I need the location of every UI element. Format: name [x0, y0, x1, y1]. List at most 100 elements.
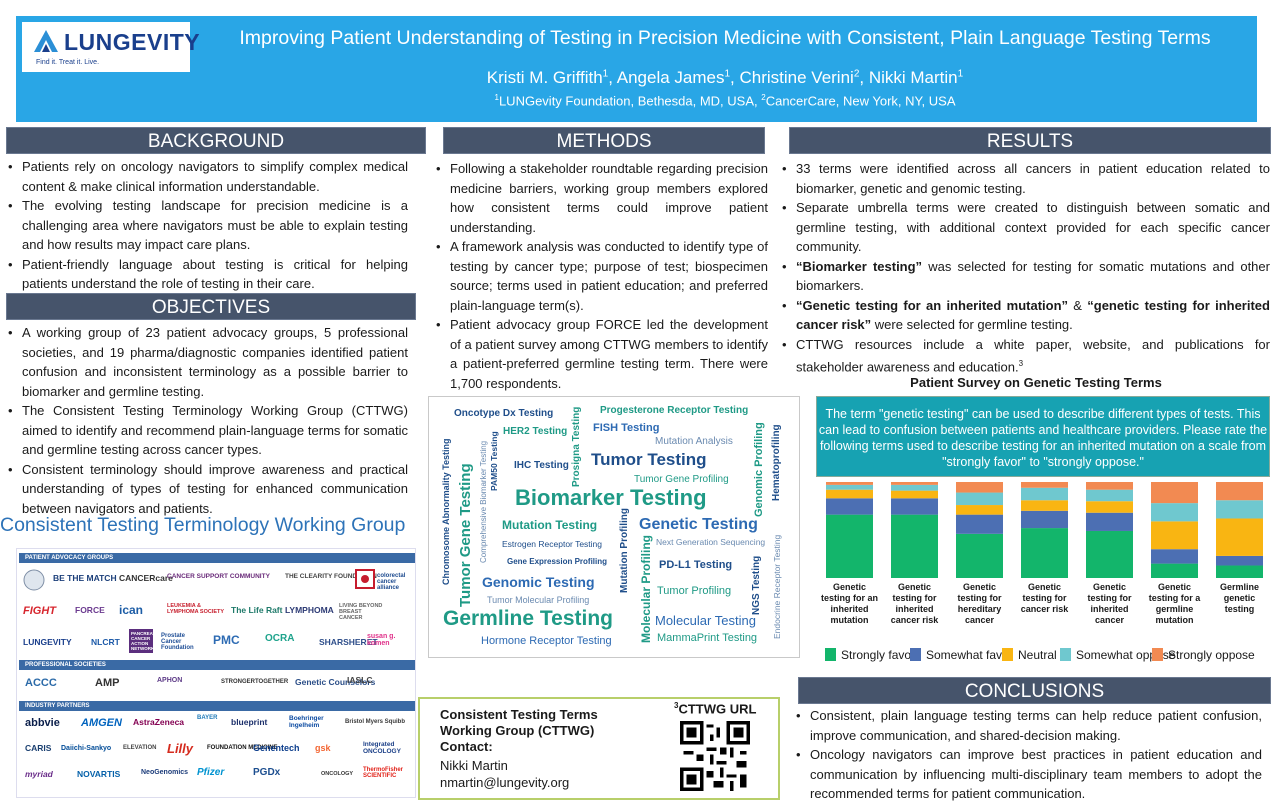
logo-text: LUNGEVITY	[64, 29, 201, 55]
cloud-word: Mutation Profiling	[619, 508, 630, 593]
results-heading: RESULTS	[789, 127, 1271, 154]
bar-segment	[1021, 487, 1068, 501]
bar-segment	[891, 482, 938, 485]
x-tick-label: Genetic testing for an inherited mutatio…	[820, 582, 878, 625]
bar-segment	[1216, 555, 1263, 566]
bar-segment	[1021, 482, 1068, 488]
terminology-word-cloud: Oncotype Dx Testing Progesterone Recepto…	[428, 396, 800, 658]
partner-logo: ThermoFisher SCIENTIFIC	[363, 767, 404, 779]
cloud-word: Tumor Gene Profiling	[634, 474, 729, 485]
partner-logo: Genetic Counselors	[295, 677, 376, 687]
bar-segment	[956, 533, 1003, 578]
bar-segment	[956, 505, 1003, 515]
bar-segment	[1021, 510, 1068, 529]
qr-code-icon[interactable]	[680, 721, 750, 791]
cloud-word: Tumor Profiling	[657, 585, 732, 597]
bar-segment	[956, 514, 1003, 534]
partner-logo: NeoGenomics	[141, 769, 189, 776]
bar-segment	[1151, 503, 1198, 522]
partner-logo: LYMPHOMA	[285, 605, 334, 615]
partner-logo: Integrated ONCOLOGY	[363, 741, 401, 755]
list-item: Patient advocacy group FORCE led the dev…	[434, 315, 768, 393]
cloud-word: Mutation Analysis	[655, 436, 733, 447]
partner-logo: LEUKEMIA & LYMPHOMA SOCIETY	[167, 603, 225, 615]
bar-segment	[1086, 501, 1133, 513]
cloud-word: IHC Testing	[514, 460, 569, 471]
partner-logo: AstraZeneca	[133, 717, 185, 727]
partner-logo: FORCE	[75, 605, 105, 615]
partner-logo: FIGHT	[23, 605, 56, 617]
methods-heading: METHODS	[443, 127, 765, 154]
partner-logo: NLCRT	[91, 637, 120, 647]
legend-item: Strongly oppose	[1152, 648, 1255, 662]
bar-segment	[826, 498, 873, 515]
legend-swatch	[1002, 648, 1013, 661]
cloud-word: FISH Testing	[593, 422, 660, 434]
partner-logo: STRONGERTOGETHER	[221, 679, 289, 685]
cttwg-url-label: 3CTTWG URL	[674, 701, 757, 717]
partner-logo: CANCER SUPPORT COMMUNITY	[167, 573, 270, 580]
legend-item: Strongly favor	[825, 648, 915, 662]
cloud-word: Gene Expression Profiling	[507, 557, 608, 566]
cloud-word: Prosigna Testing	[571, 406, 582, 487]
background-heading: BACKGROUND	[6, 127, 426, 154]
x-tick-label: Genetic testing for a germline mutation	[1148, 582, 1201, 625]
partner-logo: PMC	[213, 633, 240, 647]
lung-icon	[34, 30, 58, 52]
cloud-word: Comprehensive Biomarker Testing	[479, 440, 488, 563]
list-item: CTTWG resources include a white paper, w…	[780, 335, 1270, 377]
cloud-word: HER2 Testing	[503, 426, 568, 437]
cloud-word: Germline Testing	[443, 607, 613, 630]
partner-logo: Pfizer	[197, 767, 225, 778]
logo-tagline: Find it. Treat it. Live.	[36, 59, 100, 66]
chart-legend: Strongly favor Somewhat favor Neutral So…	[822, 648, 1272, 666]
list-item: “Biomarker testing” was selected for tes…	[780, 257, 1270, 296]
partner-logo: abbvie	[25, 717, 60, 729]
partner-logo: ELEVATION	[123, 745, 157, 751]
contact-email[interactable]: nmartin@lungevity.org	[440, 775, 570, 790]
partner-logo: susan g. komen	[367, 633, 396, 647]
partner-logo: ONCOLOGY	[321, 771, 354, 777]
bar-segment	[1086, 489, 1133, 502]
partner-logo: ACCC	[25, 677, 57, 689]
partner-logo: LUNGEVITY	[23, 637, 72, 647]
bar-segment	[1151, 549, 1198, 564]
contact-name: Nikki Martin	[440, 758, 508, 773]
poster-authors: Kristi M. Griffith1, Angela James1, Chri…	[486, 68, 964, 87]
band-advocacy: PATIENT ADVOCACY GROUPS	[19, 553, 415, 563]
list-item: “Genetic testing for an inherited mutati…	[780, 296, 1270, 335]
partner-logo: colorectal cancer alliance	[377, 573, 406, 591]
legend-swatch	[825, 648, 836, 661]
methods-bullets: Following a stakeholder roundtable regar…	[434, 159, 768, 393]
partner-logo: Daiichi-Sankyo	[61, 745, 112, 752]
bar-segment	[1216, 518, 1263, 556]
partner-logo: Bristol Myers Squibb	[345, 719, 406, 725]
x-tick-label: Genetic testing for inherited cancer	[1087, 582, 1132, 625]
bar-segment	[956, 482, 1003, 493]
objectives-heading: OBJECTIVES	[6, 293, 416, 320]
x-tick-label: Genetic testing for hereditary cancer	[957, 582, 1002, 625]
cloud-word: Molecular Profiling	[639, 534, 653, 643]
contact-title: Consistent Testing Terms Working Group (…	[440, 707, 598, 754]
list-item: Consistent, plain language testing terms…	[794, 706, 1262, 745]
partner-logo: LIVING BEYOND BREAST CANCER	[339, 603, 383, 621]
lungevity-logo: LUNGEVITY Find it. Treat it. Live.	[22, 22, 200, 72]
list-item: The Consistent Testing Terminology Worki…	[6, 401, 408, 460]
working-group-title: Consistent Testing Terminology Working G…	[0, 514, 406, 536]
bar-segment	[956, 492, 1003, 506]
bar-segment	[1216, 482, 1263, 501]
cloud-word: Biomarker Testing	[515, 485, 707, 510]
bar-segment	[1151, 521, 1198, 550]
partner-logos-panel: PATIENT ADVOCACY GROUPS BE THE MATCH CAN…	[16, 548, 416, 798]
conclusions-heading: CONCLUSIONS	[798, 677, 1271, 704]
cloud-word: PD-L1 Testing	[659, 559, 733, 571]
results-bullets: 33 terms were identified across all canc…	[780, 159, 1270, 377]
cloud-word: Genomic Testing	[482, 574, 595, 590]
conclusions-bullets: Consistent, plain language testing terms…	[794, 706, 1262, 804]
bar-segment	[1021, 500, 1068, 511]
cloud-word: Mutation Testing	[502, 518, 598, 532]
bar-segment	[826, 484, 873, 490]
partner-logo: BAYER	[197, 715, 218, 721]
x-tick-label: Germline genetic testing	[1219, 582, 1259, 614]
bar-segment	[891, 498, 938, 515]
